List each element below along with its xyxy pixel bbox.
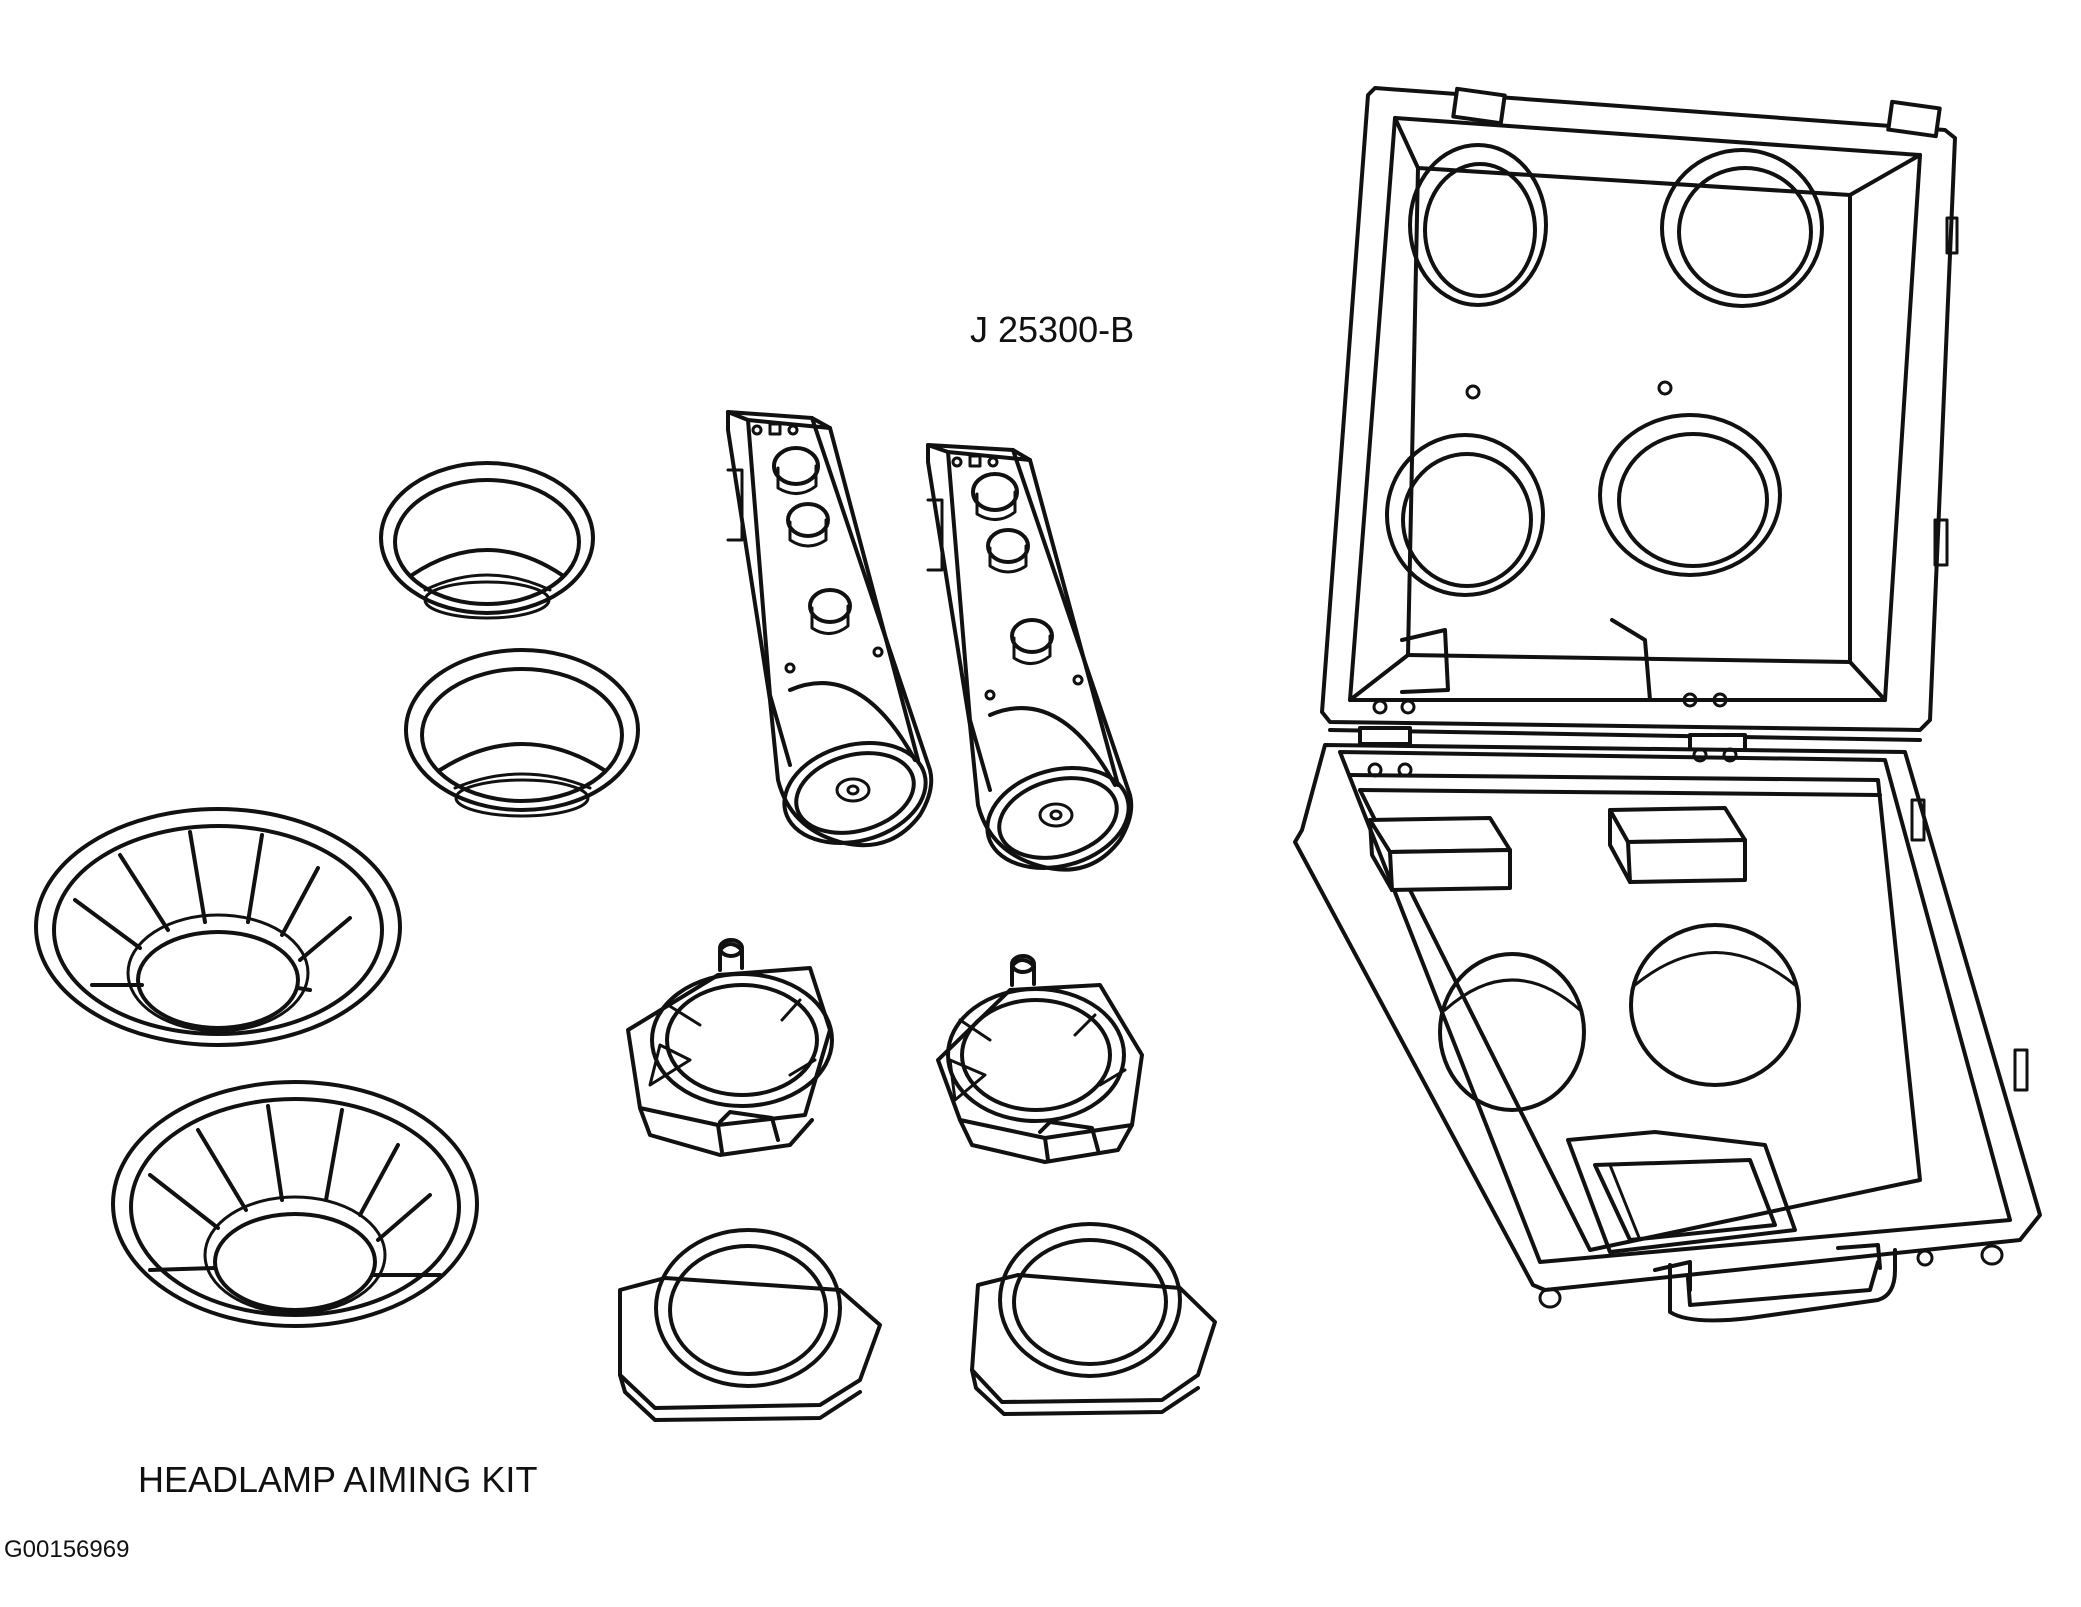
adapter-ring-bottom [404, 648, 640, 818]
carrying-case [1293, 86, 2042, 1323]
spoked-adapter-upper [34, 807, 402, 1047]
aimer-unit-right [926, 443, 1134, 872]
hex-adapter-right [936, 954, 1144, 1164]
part-number-label: J 25300-B [970, 309, 1135, 350]
ring-base-adapter-right [970, 1222, 1217, 1416]
aimer-unit-left [726, 410, 934, 848]
adapter-ring-top [379, 461, 595, 620]
ring-base-adapter-left [618, 1228, 882, 1422]
spoked-adapter-lower [111, 1080, 479, 1328]
diagram-title: HEADLAMP AIMING KIT [138, 1459, 538, 1500]
figure-id-label: G00156969 [4, 1536, 130, 1563]
hex-adapter-left [626, 938, 834, 1157]
